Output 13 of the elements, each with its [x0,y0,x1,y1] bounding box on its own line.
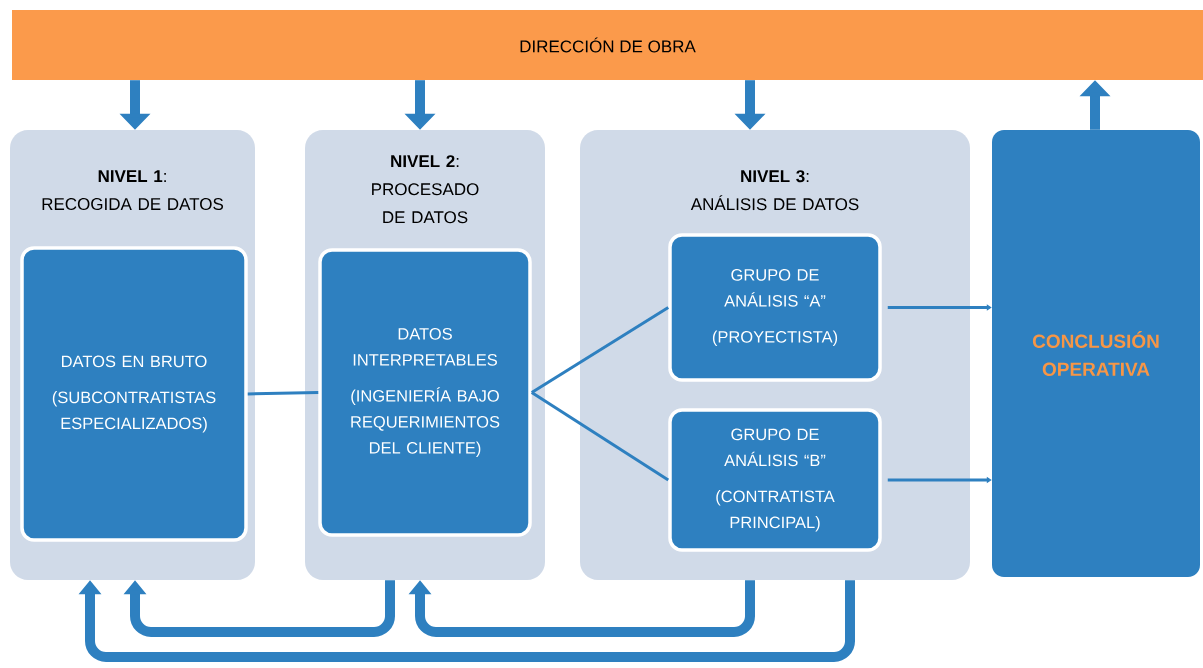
arrow [887,304,992,311]
conclusion-box: CONCLUSIÓN OPERATIVA [992,130,1200,577]
connector-line [530,391,670,482]
connector-line [530,306,670,394]
connector-line [247,391,319,396]
process-box: DATOS EN BRUTO (SUBCONTRATISTAS ESPECIALIZADOS) [20,246,248,542]
feedback-arrow [123,580,395,637]
feedback-arrow [408,580,755,637]
process-box: DATOS INTERPRETABLES (INGENIERÍA BAJO REQUERIMIENTOS DEL CLIENTE) [318,248,532,537]
process-box: GRUPO DE ANÁLISIS “A” (PROYECTISTA) [668,233,882,382]
process-box: GRUPO DE ANÁLISIS “B” (CONTRATISTA PRINCIPAL) [668,408,882,552]
feedback-arrow [78,580,855,662]
header-band: DIRECCIÓN DE OBRA [12,10,1203,80]
